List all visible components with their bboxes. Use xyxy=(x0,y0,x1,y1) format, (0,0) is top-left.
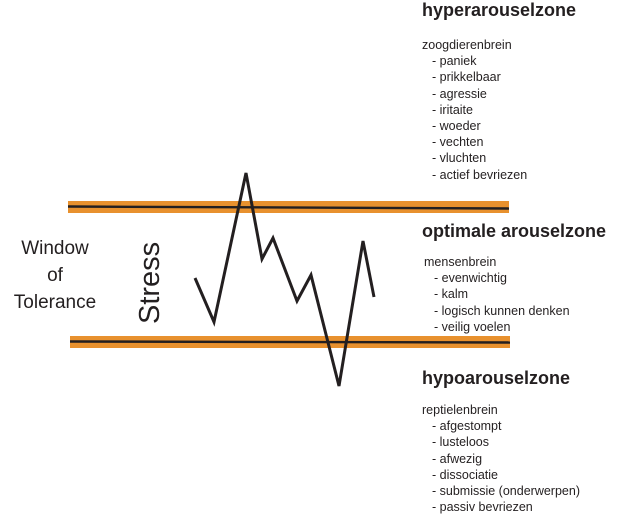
hypo-zone-brain: reptielenbrein xyxy=(422,403,498,417)
list-item: passiv bevriezen xyxy=(432,499,580,515)
lower-boundary xyxy=(69,336,511,348)
list-item: afwezig xyxy=(432,451,580,467)
stress-zigzag-line xyxy=(193,172,376,387)
list-item: paniek xyxy=(432,53,527,69)
list-item: afgestompt xyxy=(432,418,580,434)
optimal-zone-brain: mensenbrein xyxy=(424,255,497,269)
upper-boundary xyxy=(67,201,510,213)
list-item: vluchten xyxy=(432,150,527,166)
optimal-zone-list: mensenbrein evenwichtig kalm logisch kun… xyxy=(424,254,570,335)
list-item: lusteloos xyxy=(432,434,580,450)
list-item: dissociatie xyxy=(432,467,580,483)
optimal-zone-title: optimale arouselzone xyxy=(422,221,607,241)
window-of-tolerance-line-1: Window xyxy=(21,238,89,259)
list-item: veilig voelen xyxy=(434,319,570,335)
list-item: evenwichtig xyxy=(434,270,570,286)
hypo-zone-title: hypoarouselzone xyxy=(422,368,571,388)
hypo-zone-list: reptielenbrein afgestompt lusteloos afwe… xyxy=(422,402,580,515)
list-item: kalm xyxy=(434,286,570,302)
hyper-zone-list: zoogdierenbrein paniek prikkelbaar agres… xyxy=(422,37,527,183)
list-item: agressie xyxy=(432,86,527,102)
hyper-zone-title: hyperarouselzone xyxy=(422,0,577,20)
list-item: submissie (onderwerpen) xyxy=(432,483,580,499)
hyper-zone-brain: zoogdierenbrein xyxy=(422,38,512,52)
upper-boundary-line xyxy=(67,205,510,210)
window-of-tolerance-line-2: of xyxy=(47,265,63,286)
window-of-tolerance-label: Window of Tolerance xyxy=(0,235,110,316)
stress-label: Stress xyxy=(134,241,166,324)
list-item: logisch kunnen denken xyxy=(434,303,570,319)
list-item: actief bevriezen xyxy=(432,167,528,183)
window-of-tolerance-line-3: Tolerance xyxy=(13,292,97,313)
list-item: prikkelbaar xyxy=(432,69,527,85)
list-item: woeder xyxy=(432,118,527,134)
lower-boundary-line xyxy=(69,340,511,344)
list-item: iritaite xyxy=(432,102,527,118)
list-item: vechten xyxy=(432,134,527,150)
